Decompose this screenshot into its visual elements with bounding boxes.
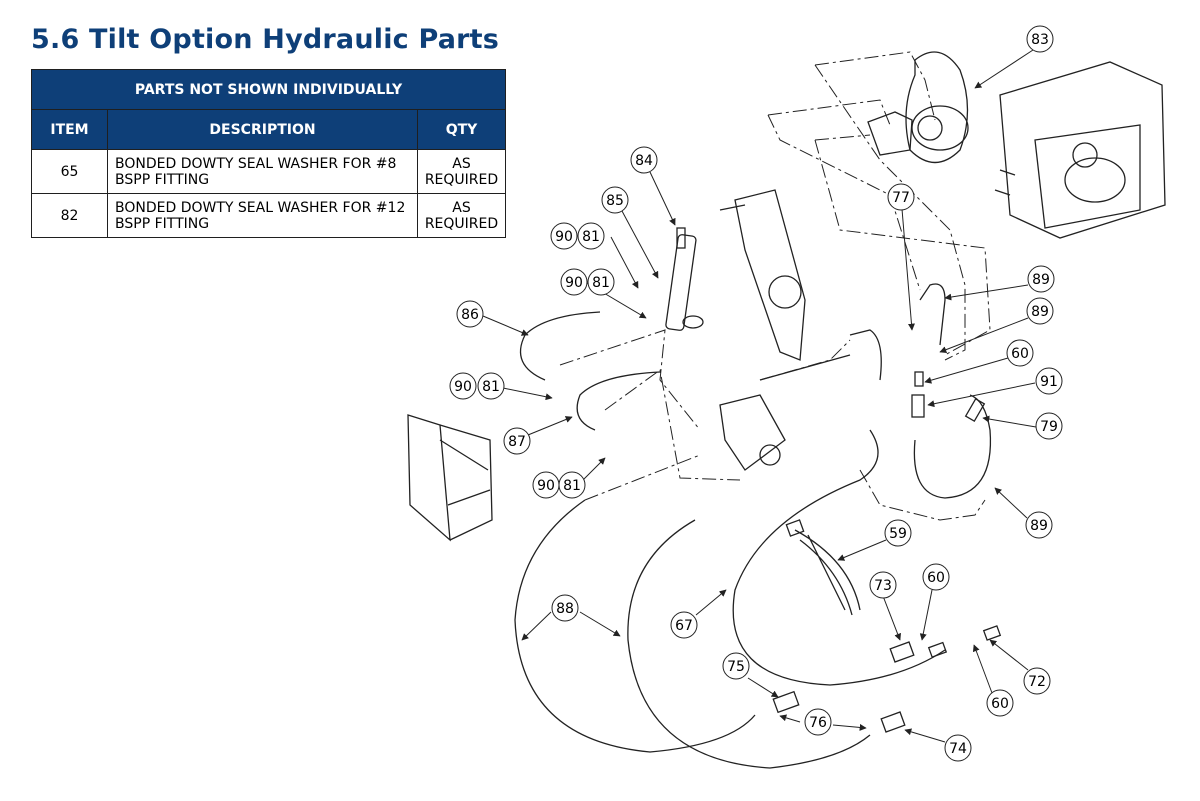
callout-label: 87 (508, 434, 526, 450)
callout-81: 81 (477, 372, 505, 400)
callout-label: 81 (592, 275, 610, 291)
callout-88: 88 (551, 594, 579, 622)
callout-label: 90 (454, 379, 472, 395)
callout-74: 74 (944, 734, 972, 762)
callout-label: 90 (537, 478, 555, 494)
valve-block (719, 394, 786, 471)
header-item: ITEM (31, 109, 108, 150)
table-header-row: ITEM DESCRIPTION QTY (31, 109, 506, 150)
callout-label: 86 (461, 307, 479, 323)
callout-86: 86 (456, 300, 484, 328)
page-title: 5.6 Tilt Option Hydraulic Parts (31, 24, 500, 55)
hose-89 (913, 394, 992, 499)
cell-item: 82 (31, 193, 108, 238)
callout-label: 81 (482, 379, 500, 395)
callout-label: 89 (1032, 272, 1050, 288)
callout-label: 85 (606, 193, 624, 209)
callout-label: 74 (949, 741, 967, 757)
callout-label: 73 (874, 578, 892, 594)
table-caption: PARTS NOT SHOWN INDIVIDUALLY (31, 69, 506, 110)
callout-76: 76 (804, 708, 832, 736)
leader-lines (482, 49, 1037, 743)
callout-label: 81 (582, 229, 600, 245)
callout-85: 85 (601, 186, 629, 214)
callout-89: 89 (1026, 297, 1054, 325)
callout-layer: 83 84 85 77 89 89 90 81 90 81 86 60 91 79 90 81 87 90 81 89… (449, 25, 1063, 762)
callout-89: 89 (1025, 511, 1053, 539)
callout-81: 81 (558, 471, 586, 499)
callout-89: 89 (1027, 265, 1055, 293)
hose-86 (519, 311, 601, 381)
callout-90: 90 (550, 222, 578, 250)
callout-81: 81 (587, 268, 615, 296)
coiled-cable (794, 529, 861, 616)
callout-label: 89 (1031, 304, 1049, 320)
callout-81: 81 (577, 222, 605, 250)
callout-77: 77 (887, 183, 915, 211)
callout-label: 67 (675, 618, 693, 634)
callout-label: 76 (809, 715, 827, 731)
callout-label: 88 (556, 601, 574, 617)
callout-label: 90 (555, 229, 573, 245)
callout-87: 87 (503, 427, 531, 455)
mounting-plate (407, 414, 451, 542)
parts-table: PARTS NOT SHOWN INDIVIDUALLY ITEM DESCRI… (31, 69, 506, 238)
callout-label: 60 (1011, 346, 1029, 362)
pump-body (911, 105, 969, 151)
callout-72: 72 (1023, 667, 1051, 695)
callout-84: 84 (630, 146, 658, 174)
hose-67 (732, 429, 946, 686)
callout-90: 90 (449, 372, 477, 400)
header-description: DESCRIPTION (107, 109, 418, 150)
callout-75: 75 (722, 652, 750, 680)
callout-label: 59 (889, 526, 907, 542)
table-row: 65 BONDED DOWTY SEAL WASHER FOR #8 BSPP … (31, 149, 506, 194)
callout-60: 60 (922, 563, 950, 591)
callout-label: 72 (1028, 674, 1046, 690)
callout-83: 83 (1026, 25, 1054, 53)
hose-88-a (514, 499, 756, 753)
callout-59: 59 (884, 519, 912, 547)
table-row: 82 BONDED DOWTY SEAL WASHER FOR #12 BSPP… (31, 193, 506, 238)
callout-label: 81 (563, 478, 581, 494)
callout-90: 90 (532, 471, 560, 499)
callout-label: 77 (892, 190, 910, 206)
callout-label: 79 (1040, 419, 1058, 435)
hose-87 (576, 371, 661, 431)
callout-label: 90 (565, 275, 583, 291)
cell-description: BONDED DOWTY SEAL WASHER FOR #12 BSPP FI… (107, 193, 418, 238)
hose-88-b (627, 519, 871, 769)
hydraulic-parts (407, 51, 1166, 769)
connection-paths (559, 51, 991, 521)
cell-qty: AS REQUIRED (417, 149, 506, 194)
callout-67: 67 (670, 611, 698, 639)
callout-73: 73 (869, 571, 897, 599)
callout-label: 83 (1031, 32, 1049, 48)
callout-label: 84 (635, 153, 653, 169)
callout-label: 75 (727, 659, 745, 675)
callout-91: 91 (1035, 367, 1063, 395)
hydraulic-cylinder (665, 234, 697, 331)
callout-79: 79 (1035, 412, 1063, 440)
reservoir-outline (999, 61, 1166, 239)
cell-qty: AS REQUIRED (417, 193, 506, 238)
callout-label: 91 (1040, 374, 1058, 390)
callout-label: 60 (991, 696, 1009, 712)
callout-60: 60 (1006, 339, 1034, 367)
header-qty: QTY (417, 109, 506, 150)
callout-label: 60 (927, 570, 945, 586)
callout-90: 90 (560, 268, 588, 296)
callout-60: 60 (986, 689, 1014, 717)
callout-label: 89 (1030, 518, 1048, 534)
cell-item: 65 (31, 149, 108, 194)
pivot-bracket (734, 189, 806, 361)
